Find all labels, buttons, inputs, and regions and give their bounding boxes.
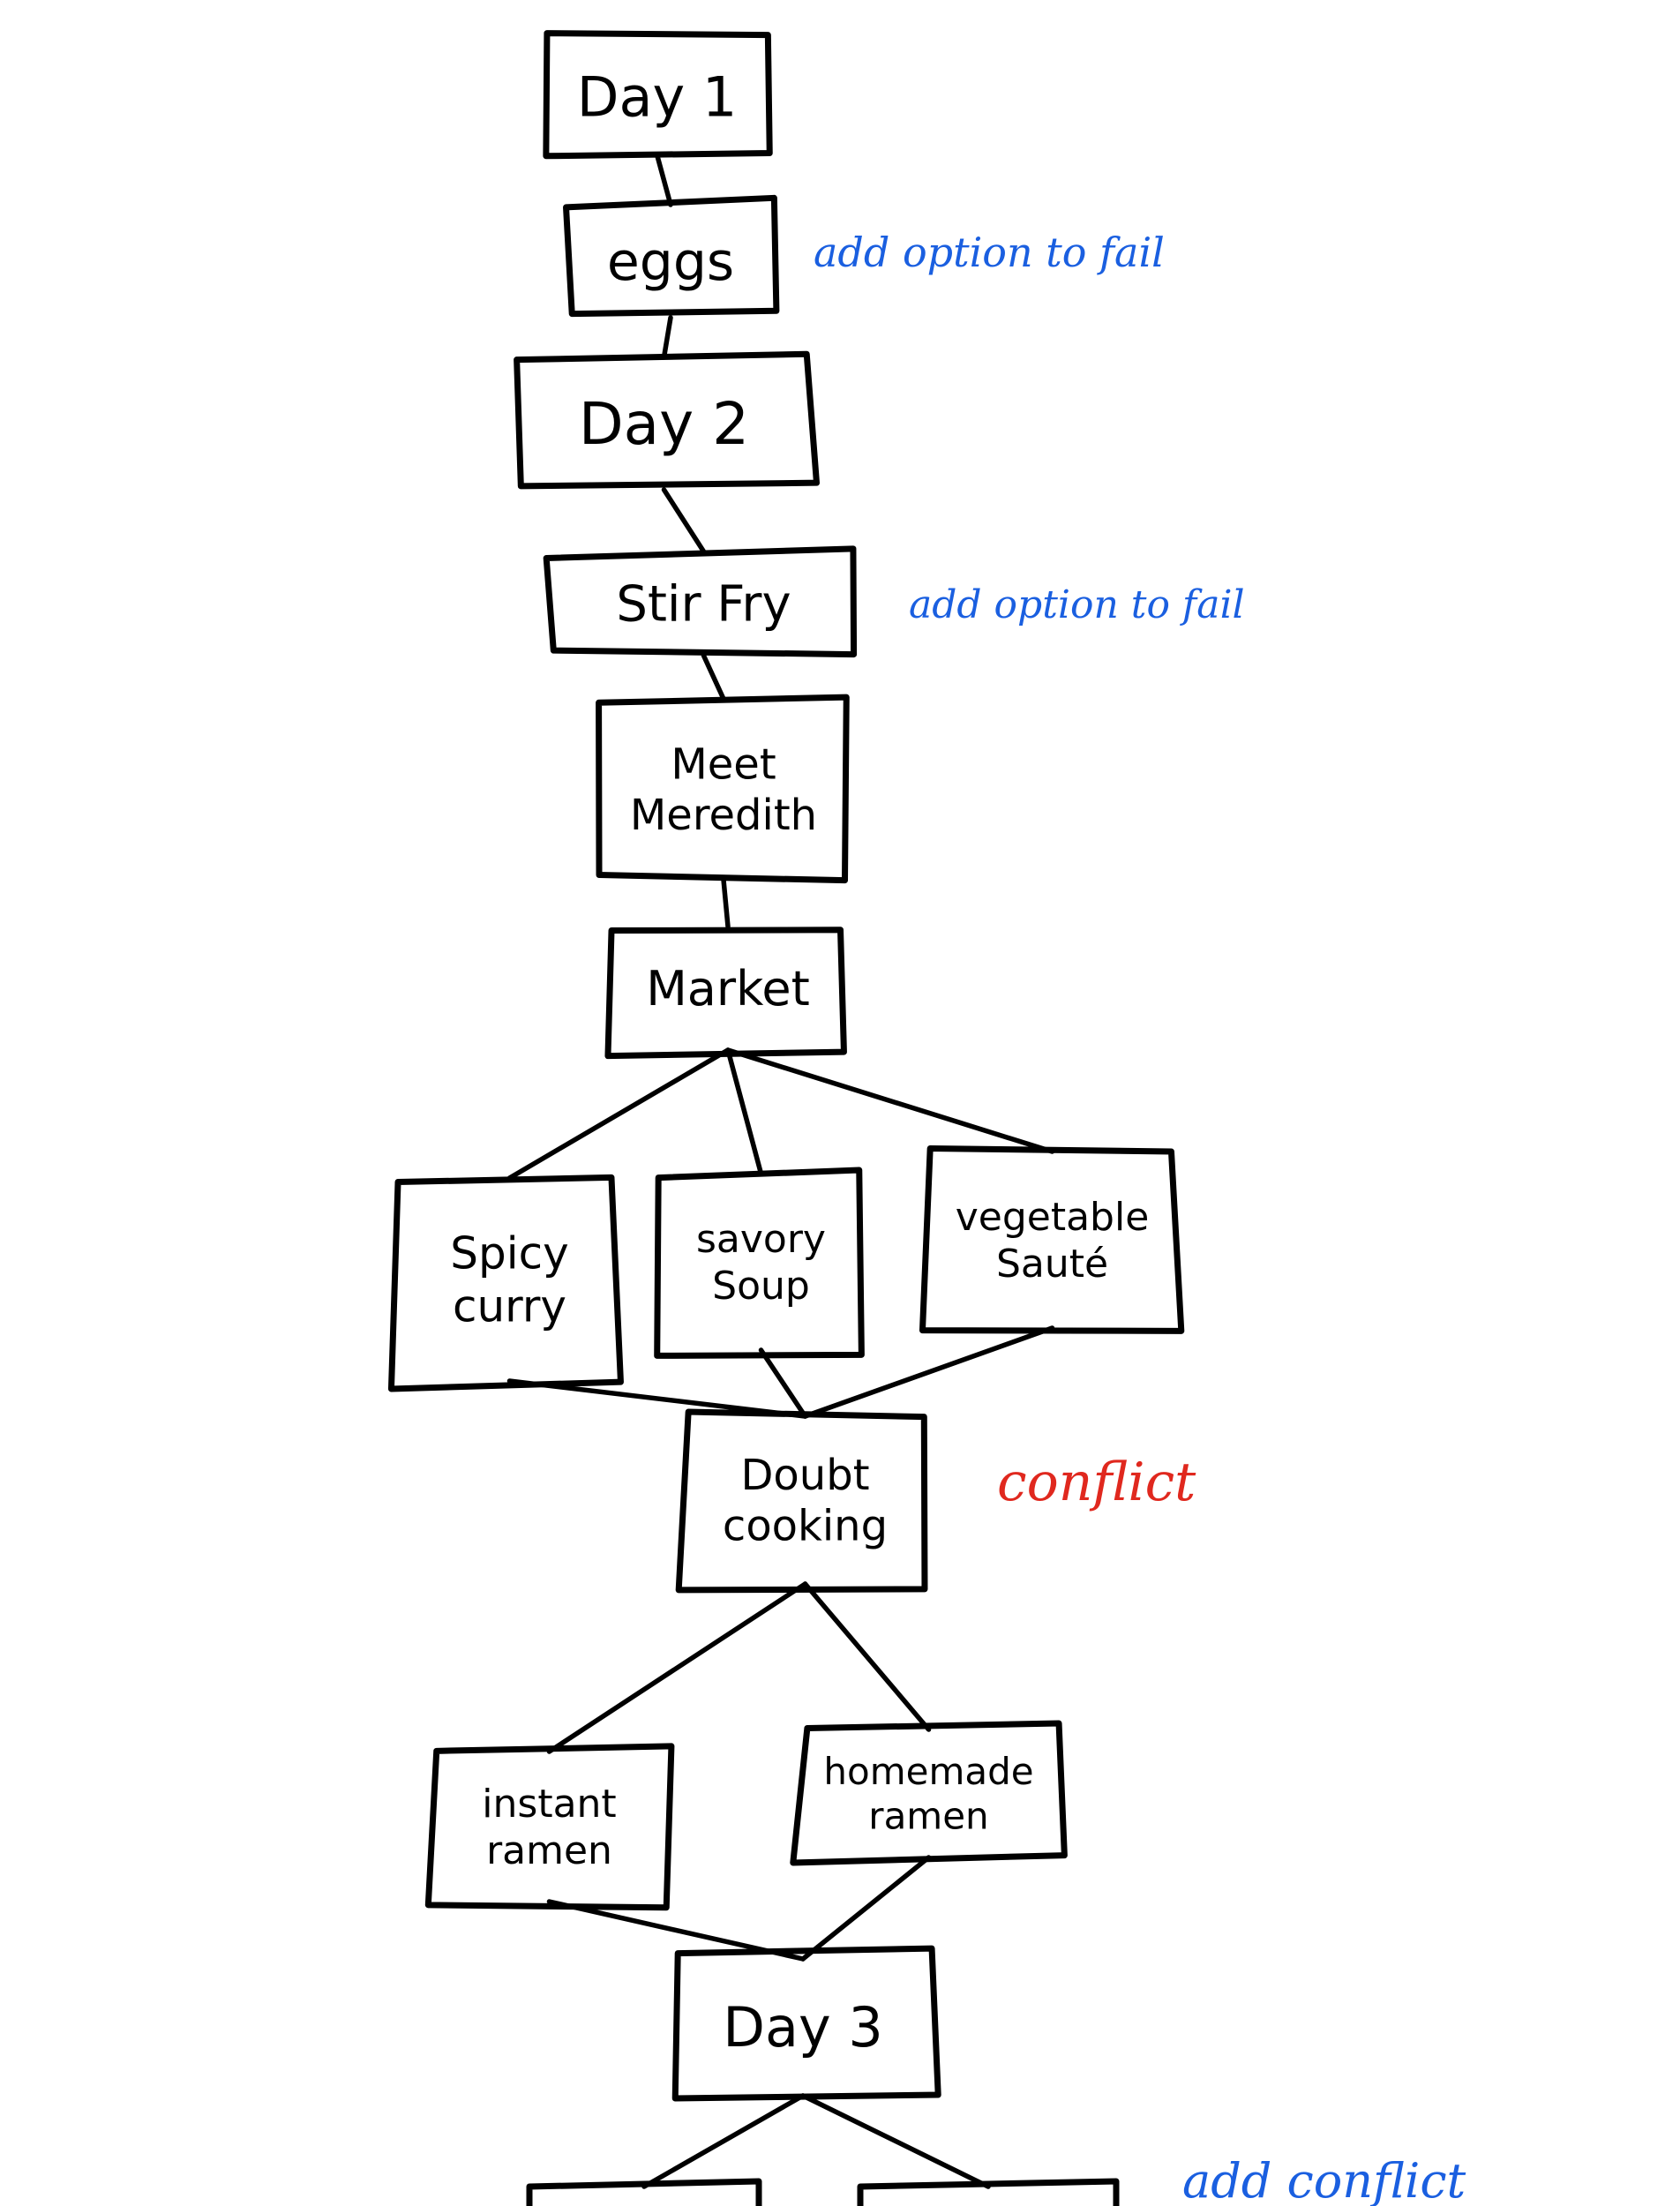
- node-label-line: Day 3: [723, 1995, 883, 2060]
- node-box: [514, 350, 820, 490]
- edge-market-to-spicy_curry: [506, 1047, 731, 1181]
- node-stir-fry: Stir Fry: [543, 545, 858, 658]
- node-label-line: Market: [646, 961, 810, 1017]
- edge-doubt_cooking-to-instant_ramen: [546, 1581, 808, 1754]
- node-box: [675, 1408, 928, 1594]
- node-box: [919, 1145, 1185, 1334]
- node-box: [387, 1174, 624, 1392]
- node-box: [424, 1743, 675, 1911]
- node-box: [790, 1720, 1068, 1866]
- annotation-doubt-note: conflict: [997, 1452, 1196, 1513]
- annotation-eggs-note: add option to fail: [814, 229, 1165, 276]
- edge-vegetable_saute-to-doubt_cooking: [802, 1325, 1055, 1419]
- edge-homemade_ramen-to-day3: [800, 1855, 932, 1962]
- node-bottom-right-partial: [857, 2178, 1120, 2206]
- notes-layer: add option to fail add option to fail conf…: [814, 229, 1466, 2206]
- node-day1: Day 1: [543, 30, 773, 160]
- edge-savory_soup-to-doubt_cooking: [758, 1347, 808, 1419]
- node-label-line: Day 1: [577, 65, 738, 130]
- node-box: [671, 1945, 941, 2102]
- node-label-line: ramen: [868, 1794, 988, 1837]
- node-box: [543, 30, 773, 160]
- node-label-line: eggs: [607, 231, 734, 293]
- edge-day3-to-bottom_right: [800, 2093, 991, 2189]
- edge-eggs-to-day2: [661, 315, 673, 360]
- edge-doubt_cooking-to-homemade_ramen: [802, 1581, 932, 1732]
- edge-market-to-savory_soup: [725, 1047, 764, 1176]
- node-label-line: Meet: [671, 740, 776, 790]
- node-eggs: eggs: [563, 194, 780, 318]
- node-day2: Day 2: [514, 350, 820, 490]
- node-label-line: Sauté: [996, 1242, 1108, 1287]
- annotation-bottom-note: add conflict: [1182, 2153, 1466, 2206]
- node-market: Market: [604, 927, 847, 1060]
- node-box: [654, 1167, 865, 1359]
- node-label-line: cooking: [723, 1502, 888, 1551]
- node-label-line: savory: [696, 1217, 826, 1262]
- annotation-stir-fry-note: add option to fail: [909, 582, 1245, 627]
- node-label-line: Spicy: [450, 1228, 568, 1279]
- node-label-line: Meredith: [630, 791, 817, 840]
- edge-day2-to-stir_fry: [661, 487, 707, 554]
- node-label-line: ramen: [486, 1828, 612, 1873]
- edge-meet_meredith-to-market: [721, 877, 731, 929]
- edge-stir_fry-to-meet_meredith: [701, 653, 726, 702]
- node-box: [543, 545, 858, 658]
- node-label-line: Soup: [712, 1264, 810, 1309]
- node-label-line: homemade: [823, 1750, 1033, 1793]
- node-label-line: instant: [482, 1782, 616, 1827]
- node-label-line: curry: [453, 1281, 566, 1332]
- node-label-line: Doubt: [740, 1451, 869, 1500]
- node-day3: Day 3: [671, 1945, 941, 2102]
- node-box: [604, 927, 847, 1060]
- node-label-line: vegetable: [956, 1195, 1150, 1240]
- edge-market-to-vegetable_saute: [725, 1047, 1055, 1154]
- node-box: [563, 194, 780, 318]
- node-label-line: Day 2: [579, 390, 749, 458]
- edge-day3-to-bottom_left: [641, 2093, 806, 2189]
- edge-day1-to-eggs: [654, 152, 673, 207]
- node-bottom-left-partial: [526, 2178, 762, 2206]
- node-label-line: Stir Fry: [616, 576, 791, 634]
- node-box: [596, 694, 850, 884]
